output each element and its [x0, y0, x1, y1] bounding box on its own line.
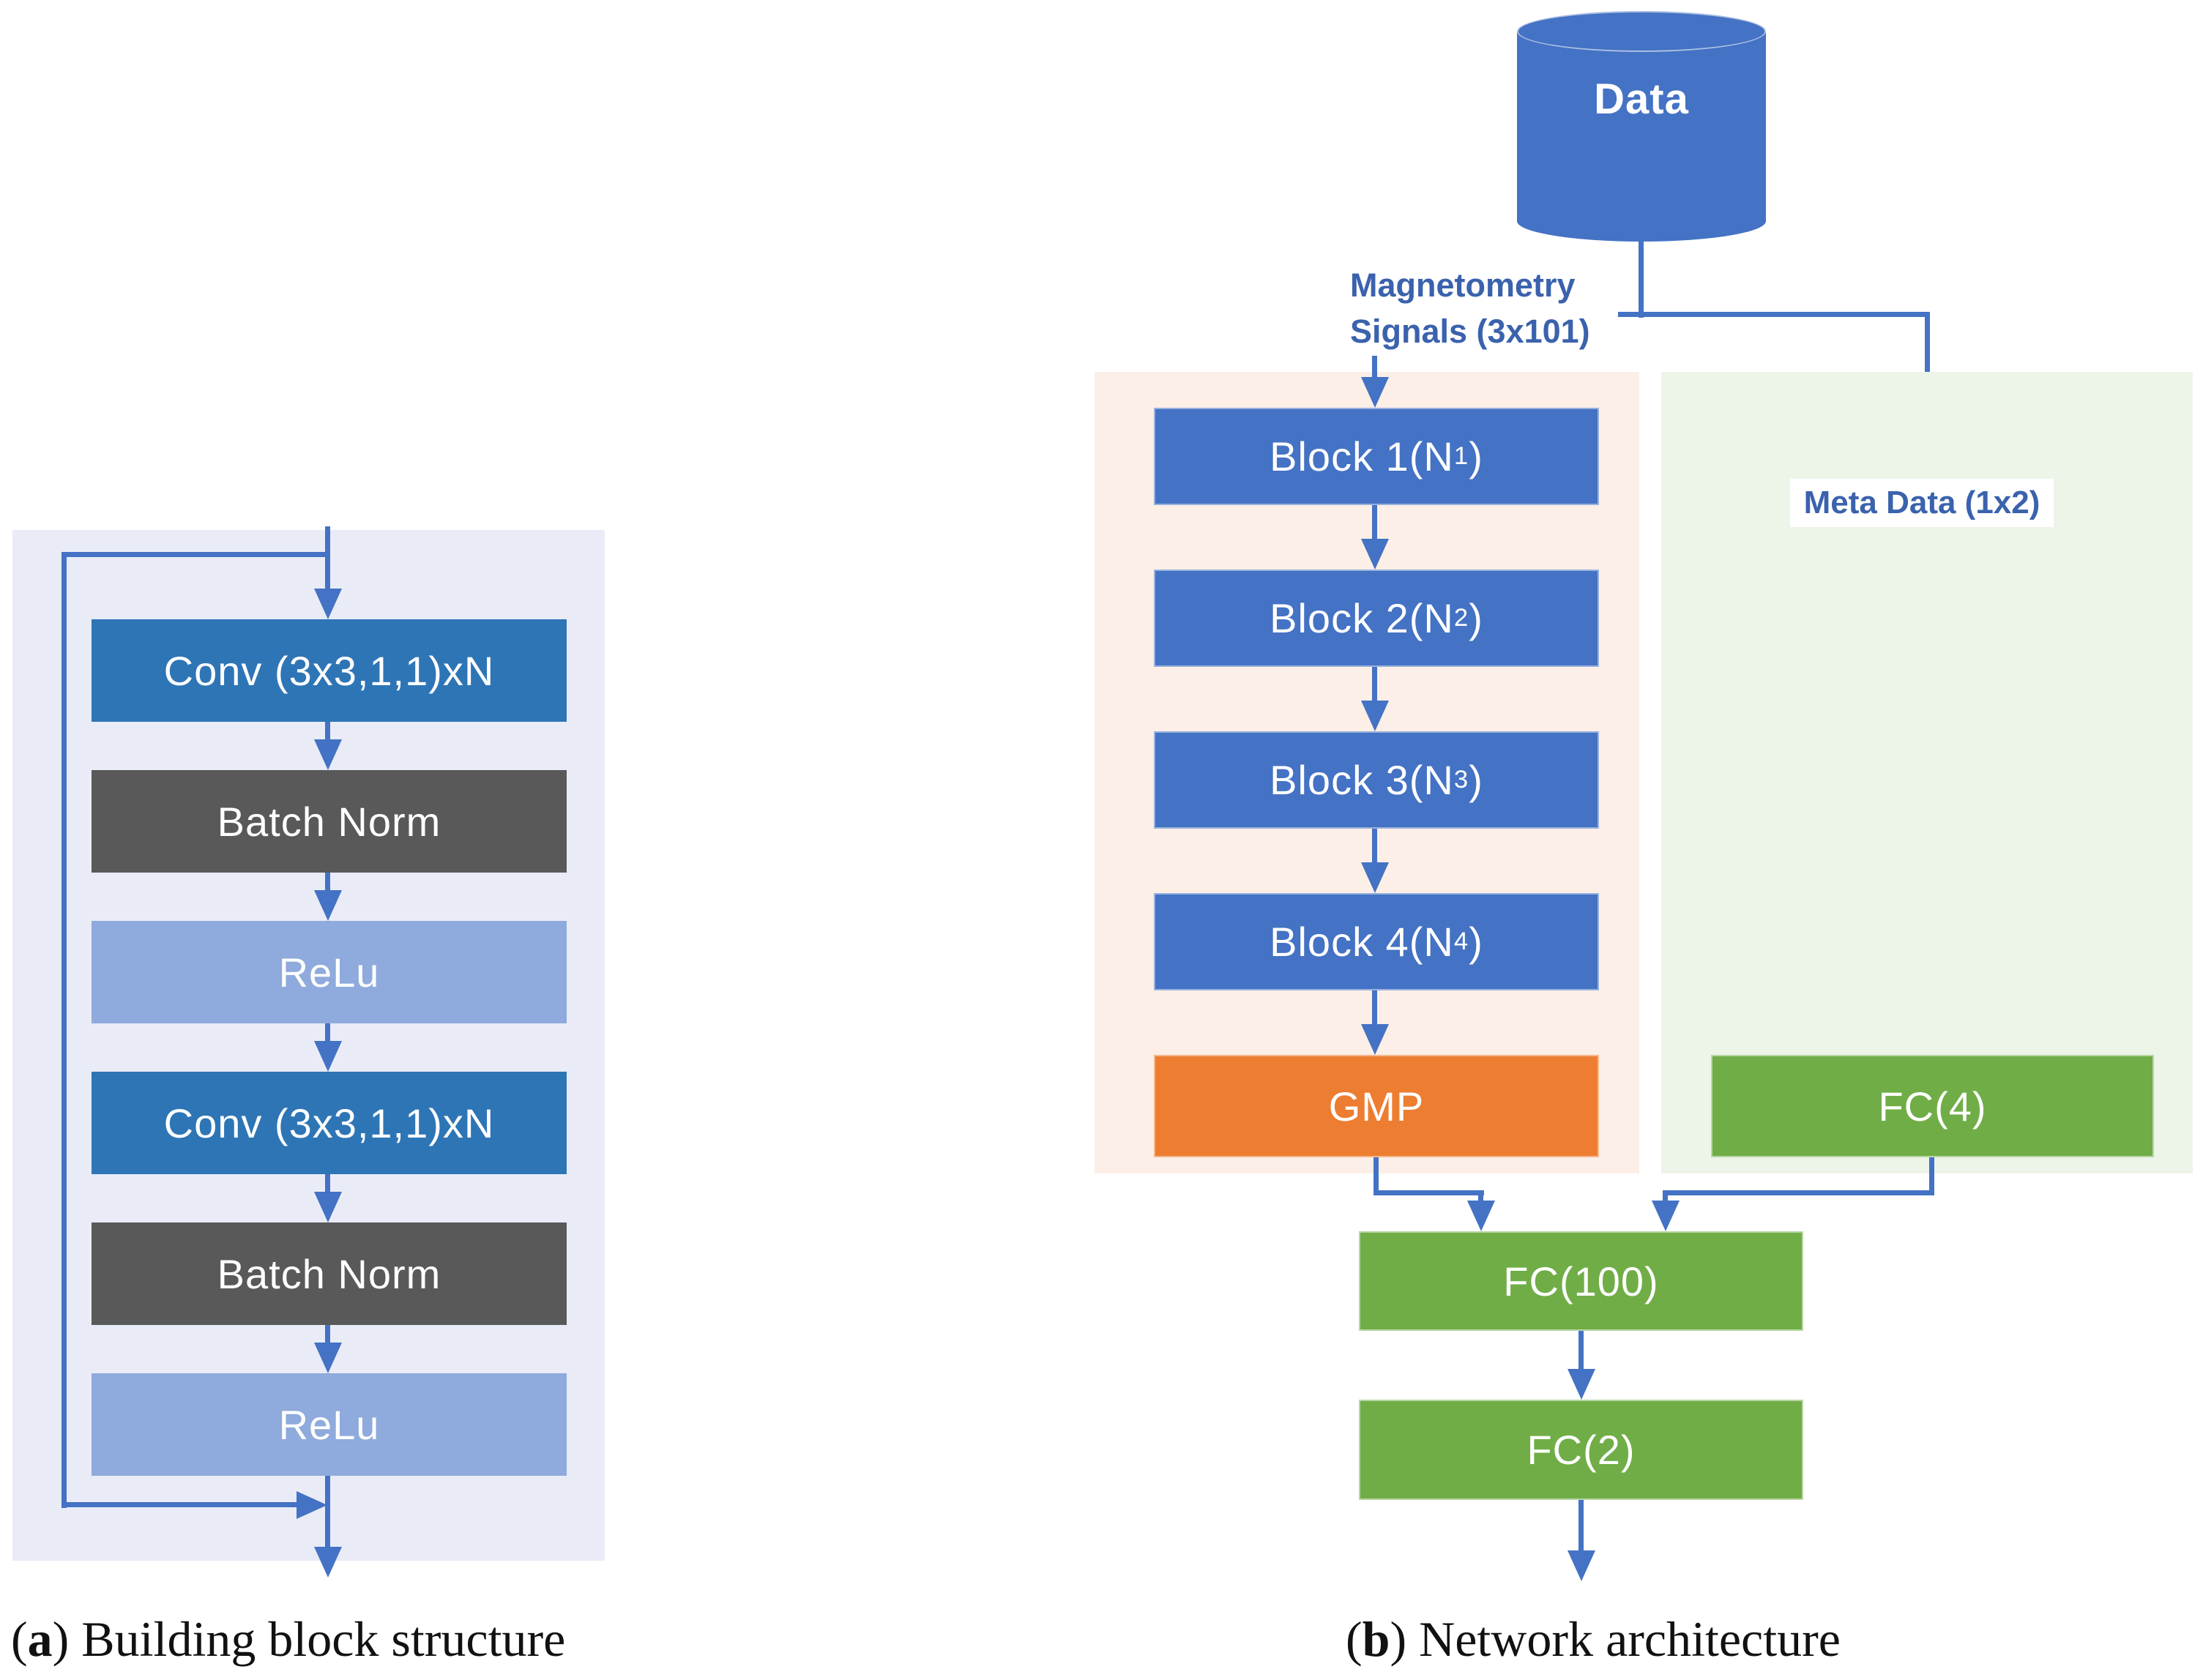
- caption-a-open: (: [11, 1611, 28, 1667]
- arrow-block-output-icon: [314, 1547, 342, 1578]
- fc4-label: FC(4): [1878, 1083, 1987, 1130]
- magnetometry-label-line2: Signals (3x101): [1350, 313, 1590, 350]
- arrow-into-block1-icon: [1361, 377, 1389, 408]
- relu-box-2: ReLu: [92, 1373, 567, 1476]
- block-3-label-suffix: ): [1469, 757, 1483, 803]
- arrow-b2-icon: [1361, 701, 1389, 731]
- block-1-label: Block 1(N: [1270, 433, 1454, 479]
- block-4-label-suffix: ): [1469, 919, 1483, 965]
- arrow-fc4-to-fc100-icon: [1652, 1201, 1680, 1231]
- gmp-out-drop: [1478, 1190, 1483, 1203]
- conv-box-1-label: Conv (3x3,1,1)xN: [163, 647, 495, 694]
- gmp-label: GMP: [1328, 1083, 1425, 1130]
- connector-a4: [325, 1174, 330, 1192]
- input-line: [325, 526, 330, 589]
- caption-a-text: ) Building block structure: [52, 1611, 566, 1667]
- skip-connection-top: [61, 552, 330, 557]
- fc100-box: FC(100): [1359, 1231, 1803, 1331]
- arrow-a4-icon: [314, 1192, 342, 1222]
- data-output-stem: [1639, 239, 1644, 318]
- gmp-box: GMP: [1154, 1055, 1599, 1157]
- arrow-b1-icon: [1361, 539, 1389, 570]
- block-4-label: Block 4(N: [1270, 919, 1454, 965]
- block-1-subscript: 1: [1453, 442, 1469, 470]
- conv-box-1: Conv (3x3,1,1)xN: [92, 619, 567, 722]
- relu-box-1-label: ReLu: [278, 949, 380, 996]
- magnetometry-label-line1: Magnetometry: [1350, 266, 1576, 304]
- block-2-label-suffix: ): [1469, 595, 1483, 641]
- gmp-out-line: [1373, 1157, 1379, 1195]
- batch-norm-box-2: Batch Norm: [92, 1222, 567, 1325]
- skip-connection-left: [61, 552, 67, 1508]
- output-line: [325, 1476, 330, 1547]
- caption-b-text: ) Network architecture: [1390, 1611, 1841, 1667]
- connector-a2: [325, 873, 330, 890]
- split-connector: [1603, 312, 1930, 317]
- fc4-out-line: [1929, 1157, 1934, 1195]
- signal-branch-line: [1372, 356, 1377, 377]
- skip-connection-bottom: [61, 1502, 297, 1507]
- connector-b3: [1372, 829, 1377, 862]
- connector-b1: [1372, 505, 1377, 539]
- block-2-subscript: 2: [1453, 604, 1469, 632]
- fc2-label: FC(2): [1527, 1427, 1636, 1473]
- arrow-a1-icon: [314, 739, 342, 770]
- caption-b: (b) Network architecture: [1346, 1610, 1841, 1668]
- fc4-out-elbow: [1663, 1190, 1934, 1195]
- conv-box-2-label: Conv (3x3,1,1)xN: [163, 1100, 495, 1146]
- connector-b2: [1372, 667, 1377, 701]
- arrow-b3-icon: [1361, 862, 1389, 893]
- caption-b-open: (: [1346, 1611, 1363, 1667]
- gmp-out-elbow: [1373, 1190, 1484, 1195]
- fc100-label: FC(100): [1503, 1258, 1659, 1304]
- caption-a-letter: a: [27, 1611, 53, 1667]
- data-cylinder-label: Data: [1594, 75, 1689, 123]
- caption-b-letter: b: [1362, 1611, 1390, 1667]
- relu-box-1: ReLu: [92, 921, 567, 1023]
- arrow-gmp-to-fc100-icon: [1467, 1201, 1495, 1231]
- caption-a: (a) Building block structure: [11, 1610, 565, 1668]
- block-4-subscript: 4: [1453, 927, 1469, 955]
- block-3-subscript: 3: [1453, 766, 1469, 794]
- arrow-network-output-icon: [1568, 1550, 1595, 1581]
- connector-b4: [1372, 990, 1377, 1024]
- arrow-a2-icon: [314, 890, 342, 921]
- connector-a5: [325, 1325, 330, 1343]
- arrow-b4-icon: [1361, 1024, 1389, 1055]
- arrow-a3-icon: [314, 1041, 342, 1072]
- arrow-fc100-to-fc2-icon: [1568, 1369, 1595, 1400]
- magnetometry-signals-label: Magnetometry Signals (3x101): [1347, 261, 1618, 356]
- batch-norm-box-1: Batch Norm: [92, 770, 567, 873]
- fc4-box: FC(4): [1711, 1055, 2154, 1157]
- block-1-label-suffix: ): [1469, 433, 1483, 479]
- fc4-out-drop: [1663, 1190, 1668, 1203]
- meta-data-label: Meta Data (1x2): [1790, 479, 2054, 527]
- arrow-a5-icon: [314, 1343, 342, 1373]
- fc2-box: FC(2): [1359, 1400, 1803, 1500]
- connector-a3: [325, 1023, 330, 1041]
- fc100-out-line: [1578, 1331, 1584, 1369]
- relu-box-2-label: ReLu: [278, 1401, 380, 1448]
- batch-norm-box-1-label: Batch Norm: [217, 798, 441, 845]
- block-2-label: Block 2(N: [1270, 595, 1454, 641]
- batch-norm-box-2-label: Batch Norm: [217, 1250, 441, 1297]
- data-cylinder-top: [1517, 11, 1766, 52]
- network-output-line: [1578, 1500, 1584, 1550]
- arrow-into-conv1-icon: [314, 589, 342, 619]
- data-cylinder-bottom: [1517, 201, 1766, 242]
- block-3-label: Block 3(N: [1270, 757, 1454, 803]
- data-cylinder-body: [1517, 31, 1766, 222]
- connector-a1: [325, 722, 330, 739]
- skip-join-arrow-icon: [297, 1491, 327, 1519]
- conv-box-2: Conv (3x3,1,1)xN: [92, 1072, 567, 1174]
